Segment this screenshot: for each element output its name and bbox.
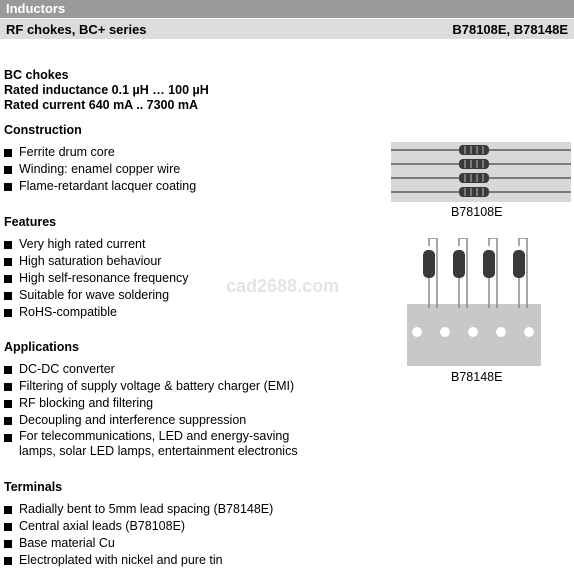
list-item: Decoupling and interference suppression xyxy=(4,412,298,429)
bullet-icon xyxy=(4,166,12,174)
list-item: Winding: enamel copper wire xyxy=(4,161,196,178)
series-title: RF chokes, BC+ series xyxy=(6,22,147,37)
bullet-icon xyxy=(4,557,12,565)
radial-choke-image xyxy=(407,238,541,366)
intro-line: Rated current 640 mA .. 7300 mA xyxy=(4,98,199,112)
applications-section: Applications DC-DC converter Filtering o… xyxy=(4,340,298,460)
list-item: Radially bent to 5mm lead spacing (B7814… xyxy=(4,501,273,518)
bullet-icon xyxy=(4,275,12,283)
bullet-icon xyxy=(4,417,12,425)
features-section: Features Very high rated current High sa… xyxy=(4,215,189,321)
list-item: Ferrite drum core xyxy=(4,144,196,161)
section-title: Terminals xyxy=(4,480,63,494)
list-item: Central axial leads (B78108E) xyxy=(4,518,273,535)
axial-choke-image xyxy=(391,142,571,202)
bullet-icon xyxy=(4,434,12,442)
construction-section: Construction Ferrite drum core Winding: … xyxy=(4,123,196,195)
bullet-icon xyxy=(4,506,12,514)
radial-figure-caption: B78148E xyxy=(451,370,503,384)
list-item: Base material Cu xyxy=(4,535,273,552)
bullet-icon xyxy=(4,309,12,317)
axial-figure-caption: B78108E xyxy=(451,205,503,219)
category-bar: Inductors xyxy=(0,0,574,18)
bullet-icon xyxy=(4,383,12,391)
series-bar: RF chokes, BC+ series B78108E, B78148E xyxy=(0,19,574,39)
bullet-icon xyxy=(4,366,12,374)
list-item: Suitable for wave soldering xyxy=(4,287,189,304)
intro-line: BC chokes xyxy=(4,68,69,82)
bullet-icon xyxy=(4,183,12,191)
list-item: High self-resonance frequency xyxy=(4,270,189,287)
section-title: Features xyxy=(4,215,57,229)
bullet-icon xyxy=(4,400,12,408)
section-title: Applications xyxy=(4,340,80,354)
list-item: Very high rated current xyxy=(4,236,189,253)
list-item: Electroplated with nickel and pure tin xyxy=(4,552,273,569)
bullet-icon xyxy=(4,241,12,249)
section-title: Construction xyxy=(4,123,82,137)
intro-line: Rated inductance 0.1 µH … 100 µH xyxy=(4,83,209,97)
list-item: For telecommunications, LED and energy-s… xyxy=(4,429,298,460)
bullet-icon xyxy=(4,258,12,266)
bullet-icon xyxy=(4,540,12,548)
terminals-section: Terminals Radially bent to 5mm lead spac… xyxy=(4,480,273,569)
category-title: Inductors xyxy=(6,1,66,16)
list-item: Flame-retardant lacquer coating xyxy=(4,178,196,195)
bullet-icon xyxy=(4,292,12,300)
list-item: Filtering of supply voltage & battery ch… xyxy=(4,378,298,395)
list-item: RF blocking and filtering xyxy=(4,395,298,412)
bullet-icon xyxy=(4,149,12,157)
list-item: RoHS-compatible xyxy=(4,304,189,321)
list-item: DC-DC converter xyxy=(4,361,298,378)
axial-choke-row xyxy=(391,145,571,197)
list-item: High saturation behaviour xyxy=(4,253,189,270)
bullet-icon xyxy=(4,523,12,531)
watermark: cad2688.com xyxy=(226,276,340,296)
intro-block: BC chokes Rated inductance 0.1 µH … 100 … xyxy=(4,68,209,113)
part-numbers: B78108E, B78148E xyxy=(452,22,568,37)
